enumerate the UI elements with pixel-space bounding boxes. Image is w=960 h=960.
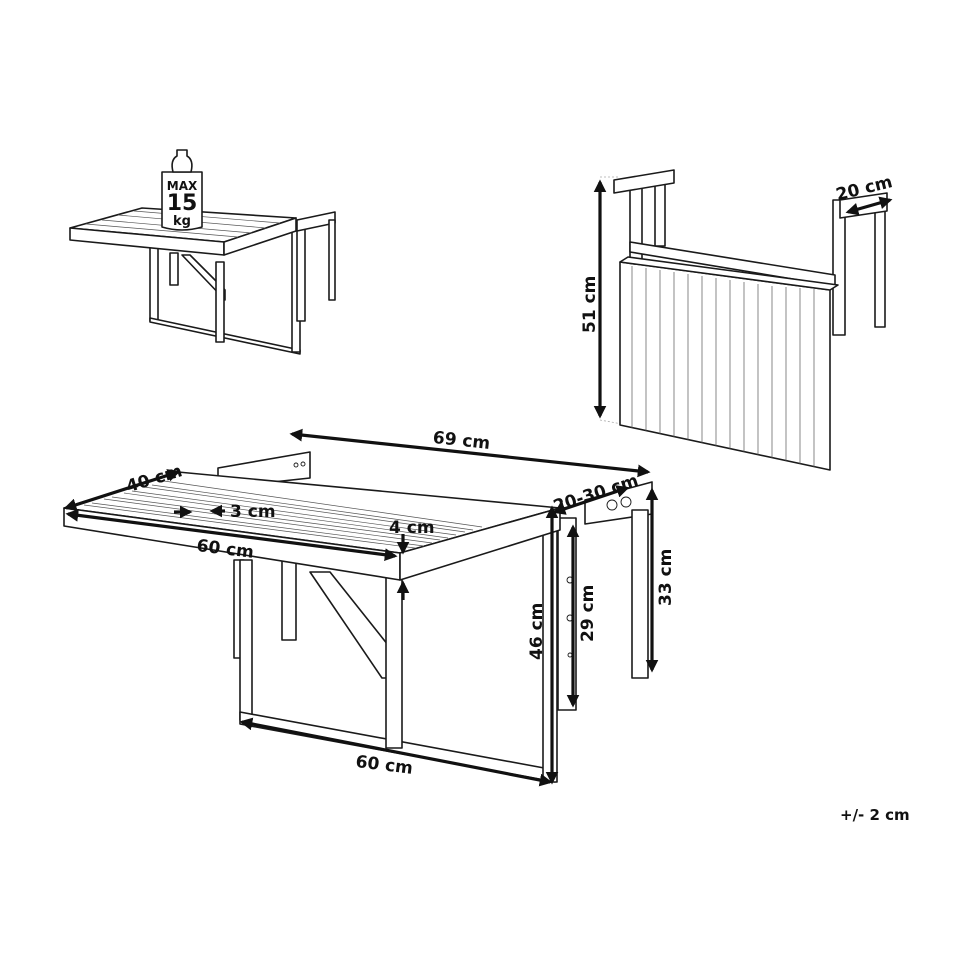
total-height-label: 46 cm (527, 602, 547, 660)
max-load-value: 15 (166, 191, 198, 216)
max-load-label: MAX (166, 179, 198, 193)
rail-height-label: 29 cm (578, 584, 598, 642)
folded-height-label: 51 cm (580, 275, 600, 333)
top-thickness-label: 4 cm (389, 518, 435, 538)
tolerance-note: +/- 2 cm (840, 806, 910, 824)
folded-view-table (593, 169, 893, 471)
load-view-table (69, 149, 336, 355)
slat-gap-label: 3 cm (230, 502, 276, 522)
main-view-table (63, 428, 659, 787)
max-load-unit: kg (173, 214, 191, 229)
hook-drop-label: 33 cm (656, 548, 676, 606)
